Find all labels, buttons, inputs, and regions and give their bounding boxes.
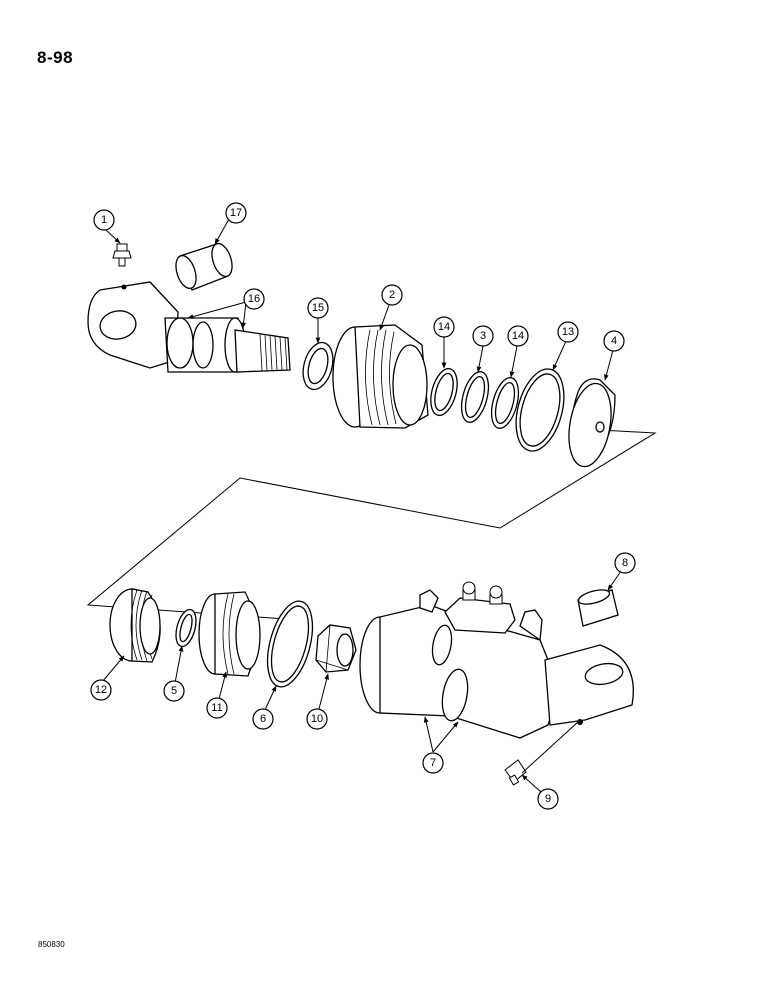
piston-body-11 xyxy=(198,591,261,677)
callout-16: 16 xyxy=(243,288,265,310)
callout-7: 7 xyxy=(422,752,444,774)
seal-ring-14b xyxy=(490,377,520,429)
cylinder-barrel xyxy=(359,581,634,739)
assembly-plane-outline xyxy=(86,429,657,621)
callout-17: 17 xyxy=(225,202,247,224)
svg-text:3: 3 xyxy=(480,330,486,342)
seal-ring-3 xyxy=(460,371,490,423)
callout-2: 2 xyxy=(381,284,403,306)
svg-text:12: 12 xyxy=(95,684,107,696)
callout-1: 1 xyxy=(93,209,115,231)
svg-text:1: 1 xyxy=(101,214,107,226)
cylinder-head xyxy=(332,324,429,429)
callout-13: 13 xyxy=(557,321,579,343)
o-ring-5 xyxy=(175,608,197,648)
svg-text:2: 2 xyxy=(389,289,395,301)
grease-fitting-9 xyxy=(504,759,527,786)
callout-5: 5 xyxy=(163,680,185,702)
page-number: 8-98 xyxy=(37,48,74,67)
svg-text:11: 11 xyxy=(211,702,222,714)
o-ring-13 xyxy=(515,368,565,452)
svg-text:13: 13 xyxy=(562,326,574,338)
callout-12: 12 xyxy=(90,679,112,701)
callout-3: 3 xyxy=(472,325,494,347)
callout-14a: 14 xyxy=(433,316,455,338)
seal-ring-14a xyxy=(430,367,458,417)
bushing-8 xyxy=(577,589,619,627)
svg-text:16: 16 xyxy=(248,293,260,305)
rod-eye xyxy=(87,281,179,369)
callout-9: 9 xyxy=(537,788,559,810)
o-ring-6 xyxy=(266,600,314,688)
svg-text:4: 4 xyxy=(611,335,617,347)
callout-8: 8 xyxy=(614,552,636,574)
svg-text:15: 15 xyxy=(312,302,324,314)
svg-text:14: 14 xyxy=(512,330,524,342)
svg-text:5: 5 xyxy=(171,685,177,697)
bushing xyxy=(175,242,233,291)
svg-text:8: 8 xyxy=(622,557,628,569)
svg-text:17: 17 xyxy=(230,207,242,219)
callout-6: 6 xyxy=(252,708,274,730)
svg-text:10: 10 xyxy=(311,713,323,725)
callout-10: 10 xyxy=(306,708,328,730)
svg-text:9: 9 xyxy=(545,793,551,805)
svg-text:6: 6 xyxy=(260,713,266,725)
svg-text:14: 14 xyxy=(438,321,450,333)
callout-11: 11 xyxy=(206,697,228,719)
wear-ring-set xyxy=(109,588,161,663)
callout-14b: 14 xyxy=(507,325,529,347)
seal-ring-15 xyxy=(302,341,334,391)
piston xyxy=(568,378,616,468)
grease-fitting xyxy=(112,243,132,267)
figure-code: 850830 xyxy=(38,940,65,949)
svg-text:7: 7 xyxy=(430,757,436,769)
callout-15: 15 xyxy=(307,297,329,319)
callout-4: 4 xyxy=(603,330,625,352)
hex-nut xyxy=(315,624,357,673)
piston-rod xyxy=(164,317,291,373)
